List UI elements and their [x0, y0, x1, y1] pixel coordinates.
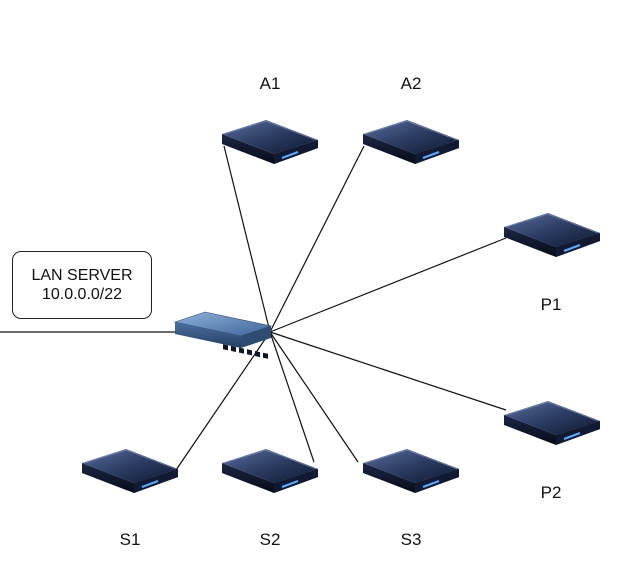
- server-p1[interactable]: [502, 211, 602, 259]
- link-a2: [269, 145, 365, 333]
- link-s2: [269, 331, 315, 463]
- lan-server-subnet: 10.0.0.0/22: [41, 286, 123, 303]
- link-p1: [269, 237, 507, 333]
- label-a1: A1: [259, 74, 281, 93]
- lan-server-box: LAN SERVER 10.0.0.0/22: [12, 251, 152, 319]
- label-s1: S1: [119, 530, 141, 549]
- lan-server-title: LAN SERVER: [31, 267, 133, 284]
- server-s3[interactable]: [361, 447, 461, 495]
- label-p1: P1: [540, 295, 562, 314]
- link-s1: [175, 331, 271, 471]
- network-switch[interactable]: [173, 311, 273, 359]
- server-a2[interactable]: [361, 118, 461, 166]
- links: [0, 145, 507, 471]
- label-s3: S3: [400, 530, 422, 549]
- server-s1[interactable]: [80, 447, 180, 495]
- switch-ports: [223, 344, 268, 359]
- label-a2: A2: [400, 74, 422, 93]
- server-p2[interactable]: [502, 399, 602, 447]
- label-p2: P2: [540, 483, 562, 502]
- link-a1: [223, 145, 271, 333]
- link-p2: [269, 331, 507, 411]
- server-a1[interactable]: [220, 118, 320, 166]
- server-s2[interactable]: [220, 447, 320, 495]
- label-s2: S2: [259, 530, 281, 549]
- link-s3: [269, 331, 359, 463]
